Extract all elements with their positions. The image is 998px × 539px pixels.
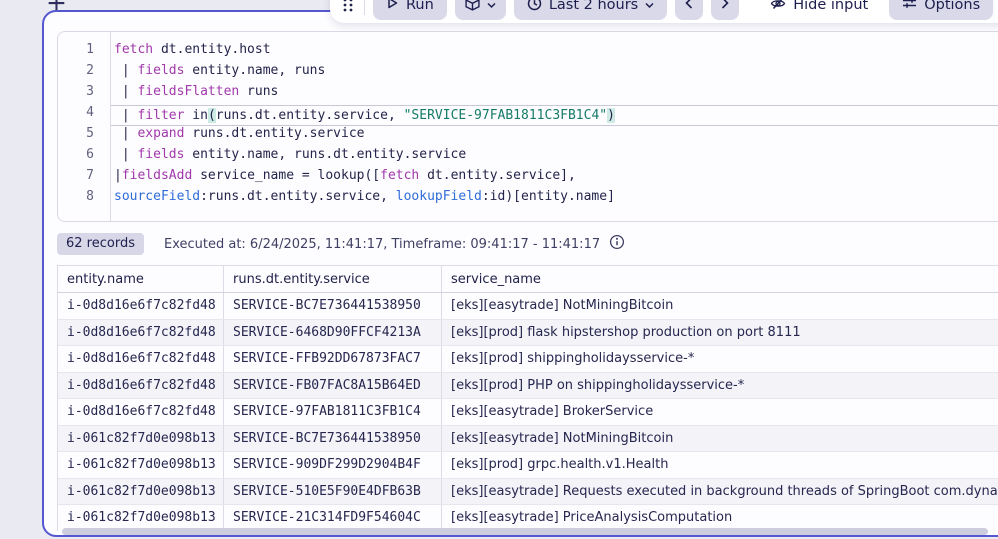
table-cell: [eks][prod] shippingholidaysservice-* — [441, 346, 998, 372]
line-number: 7 — [58, 168, 110, 189]
table-cell: [eks][easytrade] NotMiningBitcoin — [441, 293, 998, 319]
table-cell: i-0d8d16e6f7c82fd48 — [58, 346, 223, 372]
eye-slash-icon — [770, 0, 786, 15]
package-icon — [465, 0, 480, 15]
timeframe-forward-button[interactable] — [711, 0, 739, 20]
records-count-badge: 62 records — [57, 233, 144, 255]
play-icon — [386, 0, 399, 14]
table-cell: i-061c82f7d0e098b13 — [58, 426, 223, 452]
code-line[interactable]: fetch dt.entity.host — [111, 42, 998, 63]
table-cell: SERVICE-21C314FD9F54604C — [223, 505, 441, 531]
table-row[interactable]: i-061c82f7d0e098b13SERVICE-909DF299D2904… — [58, 452, 998, 479]
table-row[interactable]: i-0d8d16e6f7c82fd48SERVICE-FB07FAC8A15B6… — [58, 373, 998, 400]
horizontal-scrollbar[interactable] — [62, 528, 988, 535]
table-row[interactable]: i-0d8d16e6f7c82fd48SERVICE-BC7E736441538… — [58, 293, 998, 320]
table-cell: [eks][prod] PHP on shippingholidaysservi… — [441, 373, 998, 399]
table-row[interactable]: i-0d8d16e6f7c82fd48SERVICE-6468D90FFCF42… — [58, 320, 998, 347]
line-number: 4 — [58, 105, 110, 126]
line-number: 3 — [58, 84, 110, 105]
code-line[interactable]: | fields entity.name, runs — [111, 63, 998, 84]
table-cell: [eks][prod] grpc.health.v1.Health — [441, 452, 998, 478]
table-cell: i-061c82f7d0e098b13 — [58, 452, 223, 478]
table-row[interactable]: i-0d8d16e6f7c82fd48SERVICE-97FAB1811C3FB… — [58, 399, 998, 426]
table-cell: SERVICE-909DF299D2904B4F — [223, 452, 441, 478]
drag-handle-icon[interactable] — [340, 0, 356, 12]
run-label: Run — [406, 0, 434, 13]
section-toolbar: Run Last 2 hours — [330, 0, 998, 23]
options-label: Options — [924, 0, 980, 13]
table-cell: i-0d8d16e6f7c82fd48 — [58, 373, 223, 399]
line-number: 6 — [58, 147, 110, 168]
code-line[interactable]: |fieldsAdd service_name = lookup([fetch … — [111, 168, 998, 189]
hide-input-label: Hide input — [793, 0, 868, 13]
table-cell: SERVICE-510E5F90E4DFB63B — [223, 479, 441, 505]
chevron-down-icon — [487, 0, 496, 13]
run-button[interactable]: Run — [373, 0, 447, 20]
clock-icon — [527, 0, 542, 15]
table-cell: i-061c82f7d0e098b13 — [58, 505, 223, 531]
column-header[interactable]: runs.dt.entity.service — [223, 266, 441, 292]
chevron-down-icon — [645, 0, 654, 13]
line-number-gutter: 12345678 — [58, 32, 111, 221]
table-cell: [eks][easytrade] PriceAnalysisComputatio… — [441, 505, 998, 531]
table-cell: SERVICE-BC7E736441538950 — [223, 293, 441, 319]
table-row[interactable]: i-0d8d16e6f7c82fd48SERVICE-FFB92DD67873F… — [58, 346, 998, 373]
table-cell: i-0d8d16e6f7c82fd48 — [58, 320, 223, 346]
table-cell: [eks][prod] flask hipstershop production… — [441, 320, 998, 346]
code-line[interactable]: sourceField:runs.dt.entity.service, look… — [111, 189, 998, 210]
code-line[interactable]: | filter in(runs.dt.entity.service, "SER… — [111, 105, 998, 126]
table-cell: i-0d8d16e6f7c82fd48 — [58, 293, 223, 319]
chevron-left-icon — [685, 0, 693, 13]
info-icon[interactable] — [609, 234, 625, 254]
line-number: 5 — [58, 126, 110, 147]
results-summary: 62 records Executed at: 6/24/2025, 11:41… — [57, 232, 625, 256]
table-cell: SERVICE-FFB92DD67873FAC7 — [223, 346, 441, 372]
chevron-right-icon — [721, 0, 729, 13]
hide-input-button[interactable]: Hide input — [757, 0, 881, 20]
code-area[interactable]: fetch dt.entity.host | fields entity.nam… — [111, 32, 998, 221]
dql-query-editor[interactable]: 12345678 fetch dt.entity.host | fields e… — [57, 31, 998, 222]
sliders-icon — [902, 0, 917, 14]
toolbar-divider — [364, 0, 365, 15]
timeframe-back-button[interactable] — [675, 0, 703, 20]
table-cell: [eks][easytrade] NotMiningBitcoin — [441, 426, 998, 452]
table-cell: i-0d8d16e6f7c82fd48 — [58, 399, 223, 425]
timeframe-selector[interactable]: Last 2 hours — [514, 0, 667, 20]
line-number: 1 — [58, 42, 110, 63]
table-cell: SERVICE-FB07FAC8A15B64ED — [223, 373, 441, 399]
executed-info: Executed at: 6/24/2025, 11:41:17, Timefr… — [164, 237, 600, 252]
table-cell: SERVICE-6468D90FFCF4213A — [223, 320, 441, 346]
code-line[interactable]: | expand runs.dt.entity.service — [111, 126, 998, 147]
line-number: 8 — [58, 189, 110, 210]
options-button[interactable]: Options — [889, 0, 993, 20]
results-table: entity.nameruns.dt.entity.serviceservice… — [57, 265, 998, 531]
line-number: 2 — [58, 63, 110, 84]
table-row[interactable]: i-061c82f7d0e098b13SERVICE-510E5F90E4DFB… — [58, 479, 998, 506]
table-cell: [eks][easytrade] BrokerService — [441, 399, 998, 425]
code-line[interactable]: | fieldsFlatten runs — [111, 84, 998, 105]
table-cell: SERVICE-97FAB1811C3FB1C4 — [223, 399, 441, 425]
code-line[interactable]: | fields entity.name, runs.dt.entity.ser… — [111, 147, 998, 168]
timeframe-label: Last 2 hours — [549, 0, 638, 13]
table-header-row: entity.nameruns.dt.entity.serviceservice… — [58, 266, 998, 293]
column-header[interactable]: entity.name — [58, 266, 223, 292]
table-cell: SERVICE-BC7E736441538950 — [223, 426, 441, 452]
table-cell: [eks][easytrade] Requests executed in ba… — [441, 479, 998, 505]
table-cell: i-061c82f7d0e098b13 — [58, 479, 223, 505]
column-header[interactable]: service_name — [441, 266, 998, 292]
section-type-dropdown[interactable] — [455, 0, 506, 20]
table-row[interactable]: i-061c82f7d0e098b13SERVICE-BC7E736441538… — [58, 426, 998, 453]
